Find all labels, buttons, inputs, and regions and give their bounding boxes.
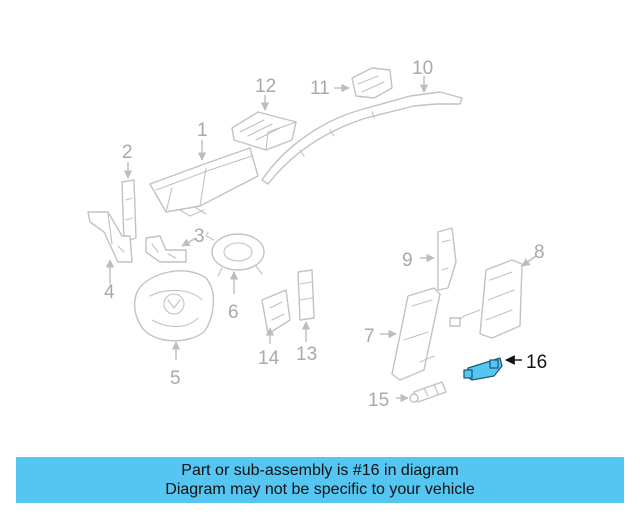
caption-line-2: Diagram may not be specific to your vehi… xyxy=(165,481,475,498)
callout-9: 9 xyxy=(402,250,413,271)
part-2-bracket xyxy=(121,162,137,243)
part-10-curtain-airbag xyxy=(261,76,463,185)
part-6-clock-spring xyxy=(205,231,265,294)
part-8-side-airbag xyxy=(449,255,537,339)
part-9-side-bracket xyxy=(420,227,457,291)
part-14-bracket xyxy=(261,289,291,344)
part-7-knee-airbag xyxy=(380,287,441,381)
callout-16[interactable]: 16 xyxy=(526,352,547,373)
part-16-selected-part[interactable] xyxy=(463,355,522,381)
callout-8: 8 xyxy=(534,242,545,263)
callout-15: 15 xyxy=(368,390,389,411)
callout-2: 2 xyxy=(122,142,133,163)
callout-14: 14 xyxy=(258,348,280,369)
callout-4: 4 xyxy=(104,282,115,303)
parts-diagram: 1 2 3 4 5 6 7 8 9 10 11 12 13 14 15 16 xyxy=(87,58,547,411)
part-1-passenger-airbag xyxy=(149,140,259,217)
part-5-driver-airbag xyxy=(133,270,214,360)
callout-6: 6 xyxy=(228,302,239,323)
part-3-bracket xyxy=(145,235,197,263)
callout-5: 5 xyxy=(170,368,181,389)
callout-10: 10 xyxy=(412,58,433,79)
part-4-bracket xyxy=(87,211,133,284)
callout-11: 11 xyxy=(310,78,330,99)
part-13-sensor xyxy=(297,269,315,342)
part-15-inflator xyxy=(396,381,447,403)
callout-3: 3 xyxy=(194,226,205,247)
callout-12: 12 xyxy=(255,76,276,97)
part-11-sensor-bracket xyxy=(334,67,393,99)
caption-bar: Part or sub-assembly is #16 in diagram D… xyxy=(16,457,624,503)
callout-7: 7 xyxy=(364,326,375,347)
callout-1: 1 xyxy=(197,120,208,141)
part-12-control-module xyxy=(231,95,297,151)
caption-line-1: Part or sub-assembly is #16 in diagram xyxy=(181,462,459,479)
callout-13: 13 xyxy=(296,344,317,365)
